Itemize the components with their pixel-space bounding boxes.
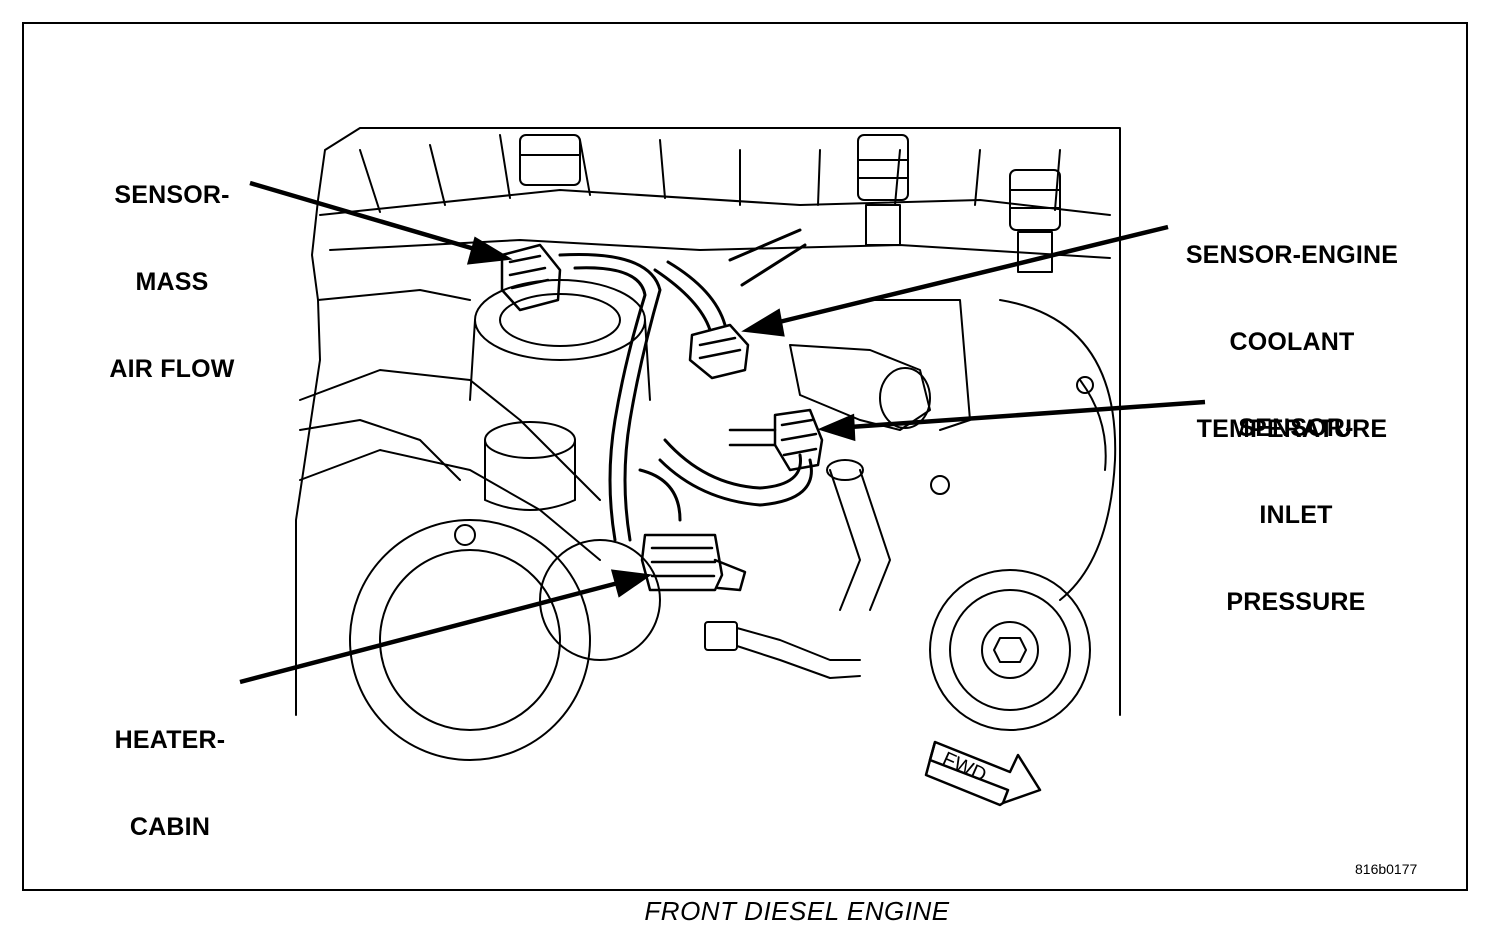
engine-block-outline	[295, 127, 1121, 716]
ect-connector	[688, 323, 750, 380]
figure-reference-code: 816b0177	[1355, 861, 1418, 877]
fwd-arrow	[924, 740, 1042, 807]
label-cabin-heater: HEATER- CABIN	[114, 726, 226, 841]
label-mass-air-flow-sensor: SENSOR- MASS AIR FLOW	[109, 181, 235, 383]
maf-connector	[500, 243, 562, 312]
coolant-hose	[829, 469, 891, 611]
injector-3	[519, 134, 581, 186]
ect-leader-arrow	[741, 224, 1169, 337]
label-coolant-temperature-sensor: SENSOR-ENGINE COOLANT TEMPERATURE	[1185, 241, 1399, 443]
diagram-frame	[22, 22, 1468, 891]
thermostat-housing	[789, 299, 971, 431]
iap-connector	[728, 408, 824, 472]
water-pump-pulley	[929, 569, 1091, 731]
wiring-harness	[558, 228, 813, 542]
label-inlet-pressure-sensor: SENSOR- INLET PRESSURE	[1226, 414, 1366, 616]
injector-2	[1009, 169, 1061, 273]
maf-leader-arrow	[249, 180, 513, 265]
injector-1	[857, 134, 909, 246]
iap-leader-arrow	[817, 399, 1206, 442]
timing-cover	[999, 299, 1117, 601]
figure-caption: FRONT DIESEL ENGINE	[644, 896, 950, 926]
engine-mount	[299, 369, 601, 561]
turbo-housing	[349, 519, 591, 761]
valve-cover	[319, 189, 1111, 216]
lower-sensor	[704, 621, 861, 679]
filler-neck	[484, 421, 576, 459]
heater-connector	[640, 533, 747, 592]
heater-leader-arrow	[239, 569, 653, 685]
